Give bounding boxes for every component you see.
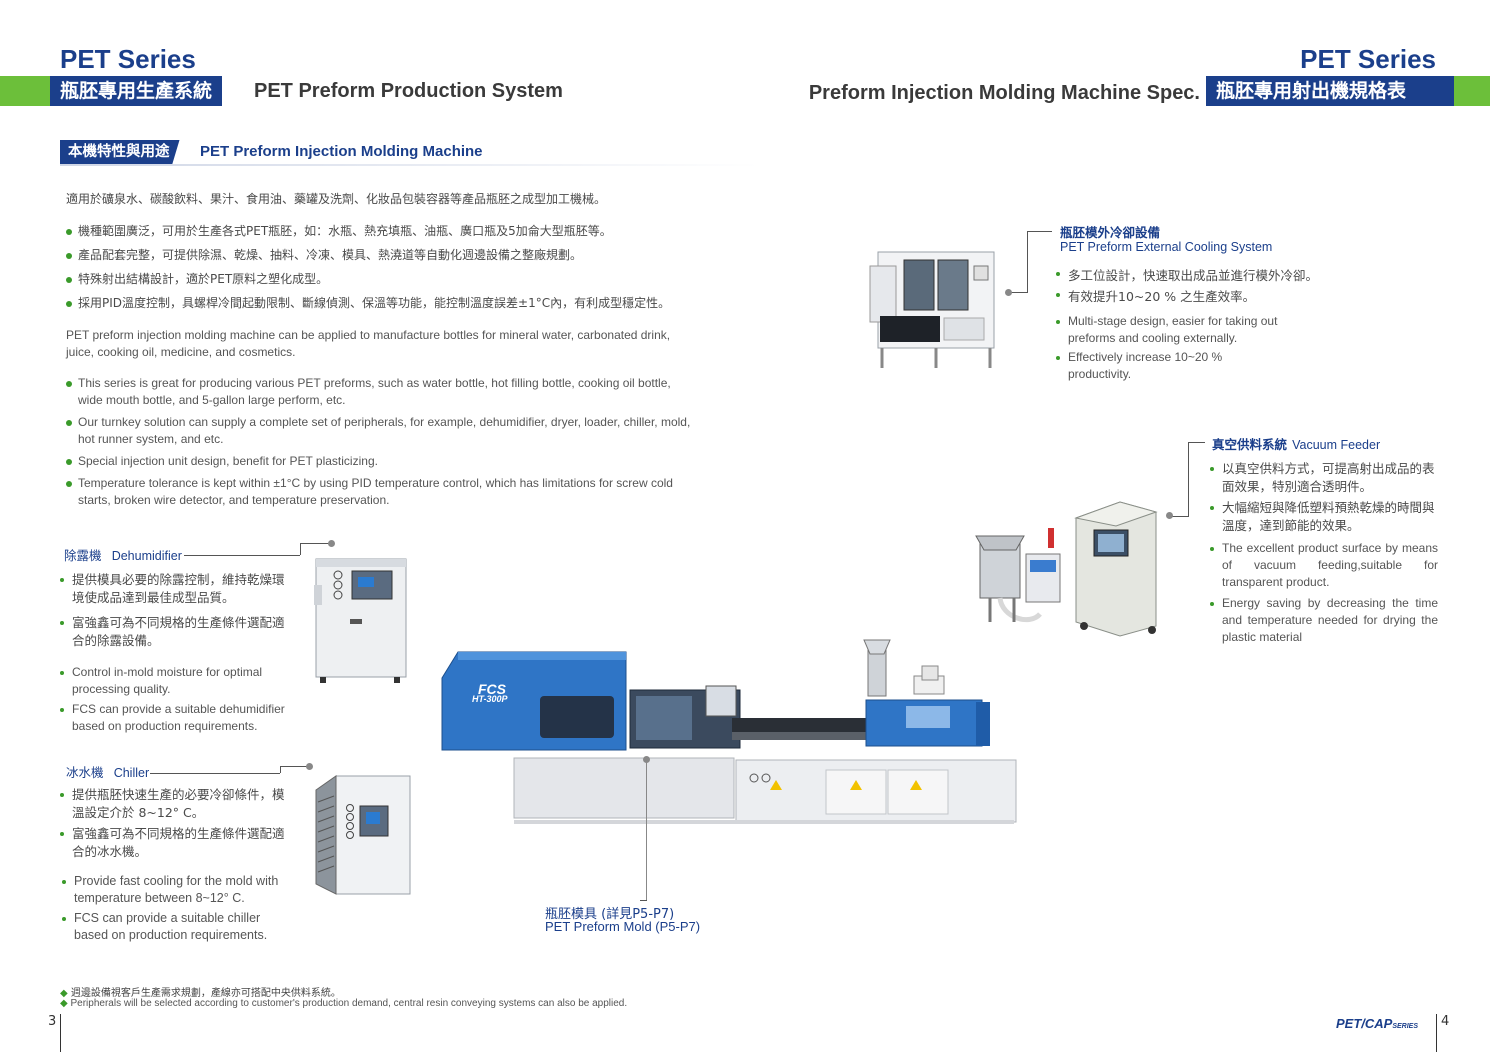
list-item: 機種範圍廣泛，可用於生產各式PET瓶胚，如：水瓶、熱充填瓶、油瓶、廣口瓶及5加侖… bbox=[66, 223, 706, 240]
list-item: 採用PID溫度控制，具螺桿冷間起動限制、斷線偵測、保溫等功能，能控制溫度誤差±1… bbox=[66, 295, 706, 312]
leader-dot bbox=[643, 756, 650, 763]
section-underline bbox=[60, 164, 760, 166]
dehumidifier-cn-list: 提供模具必要的除露控制，維持乾燥環境使成品達到最佳成型品質。 富強鑫可為不同規格… bbox=[60, 571, 292, 650]
list-item: 有效提升10~20 % 之生產效率。 bbox=[1056, 286, 1326, 307]
leader-line bbox=[184, 555, 300, 556]
intro-cn: 適用於礦泉水、碳酸飲料、果汁、食用油、藥罐及洗劑、化妝品包裝容器等產品瓶胚之成型… bbox=[66, 192, 607, 206]
diamond-icon: ◆ bbox=[60, 998, 68, 1009]
list-item: This series is great for producing vario… bbox=[66, 375, 691, 409]
list-item: Our turnkey solution can supply a comple… bbox=[66, 414, 691, 448]
list-item: 產品配套完整，可提供除濕、乾燥、抽料、冷凍、模具、熱澆道等自動化週邊設備之整廠規… bbox=[66, 247, 706, 264]
list-item: 富強鑫可為不同規格的生產條件選配適合的冰水機。 bbox=[60, 825, 292, 861]
cooling-label-en: PET Preform External Cooling System bbox=[1060, 240, 1273, 254]
list-item: Temperature tolerance is kept within ±1°… bbox=[66, 475, 691, 509]
right-banner-cn: 瓶胚專用射出機規格表 bbox=[1206, 76, 1460, 106]
list-item: FCS can provide a suitable dehumidifier … bbox=[60, 701, 292, 735]
pet-cap-logo: PET/CAPSERIES bbox=[1336, 1016, 1419, 1031]
list-item: Provide fast cooling for the mold with t… bbox=[62, 873, 292, 907]
vacuum-cn-list: 以真空供料方式，可提高射出成品的表面效果，特別適合透明件。 大幅縮短與降低塑料預… bbox=[1210, 460, 1440, 535]
right-green-bar bbox=[1454, 76, 1490, 106]
page-divider-right bbox=[1436, 1014, 1437, 1052]
page-number-left: 3 bbox=[48, 1014, 57, 1029]
left-green-bar bbox=[0, 76, 56, 106]
leader-line bbox=[1027, 231, 1052, 232]
leader-line bbox=[640, 900, 647, 901]
chiller-image bbox=[315, 775, 411, 895]
vacuum-label: 真空供料系統 Vacuum Feeder bbox=[1212, 437, 1381, 452]
leader-line bbox=[1027, 231, 1028, 293]
left-series-title: PET Series bbox=[60, 44, 196, 74]
footer-note-cn-row: ◆ 週邊設備視客戶生產需求規劃，產線亦可搭配中央供料系統。 bbox=[60, 988, 341, 999]
list-item: The excellent product surface by means o… bbox=[1210, 540, 1438, 591]
cooling-en-list: Multi-stage design, easier for taking ou… bbox=[1056, 313, 1286, 383]
vacuum-feeder-image bbox=[975, 501, 1158, 637]
mold-label-en: PET Preform Mold (P5-P7) bbox=[545, 919, 701, 934]
chiller-label: 冰水機 Chiller bbox=[66, 765, 150, 780]
list-item: Effectively increase 10~20 % productivit… bbox=[1056, 349, 1286, 383]
leader-dot bbox=[1005, 289, 1012, 296]
section-title: PET Preform Injection Molding Machine bbox=[200, 143, 483, 160]
injection-machine-image: FCS HT-300P bbox=[441, 639, 1017, 824]
cooling-cn-list: 多工位設計，快速取出成品並進行模外冷卻。 有效提升10~20 % 之生產效率。 bbox=[1056, 265, 1326, 307]
dehumidifier-en-list: Control in-mold moisture for optimal pro… bbox=[60, 664, 292, 735]
leader-dot bbox=[328, 540, 335, 547]
page-number-right: 4 bbox=[1441, 1014, 1450, 1029]
leader-line bbox=[280, 766, 308, 767]
list-item: FCS can provide a suitable chiller based… bbox=[62, 910, 292, 944]
list-item: Multi-stage design, easier for taking ou… bbox=[1056, 313, 1286, 347]
footer-note-en-row: ◆ Peripherals will be selected according… bbox=[60, 998, 628, 1009]
section-tag: 本機特性與用途 bbox=[60, 140, 180, 164]
features-cn-list: 機種範圍廣泛，可用於生產各式PET瓶胚，如：水瓶、熱充填瓶、油瓶、廣口瓶及5加侖… bbox=[66, 223, 706, 312]
right-series-title: PET Series bbox=[1300, 44, 1436, 74]
dehumidifier-image bbox=[314, 558, 407, 683]
list-item: Energy saving by decreasing the time and… bbox=[1210, 595, 1438, 646]
cooling-system-image bbox=[869, 251, 995, 368]
leader-line bbox=[300, 543, 330, 544]
list-item: 大幅縮短與降低塑料預熱乾燥的時間與溫度，達到節能的效果。 bbox=[1210, 499, 1440, 535]
leader-line bbox=[1172, 516, 1189, 517]
list-item: 富強鑫可為不同規格的生產條件選配適合的除露設備。 bbox=[60, 614, 292, 650]
cooling-label-cn: 瓶胚模外冷卻設備 bbox=[1060, 225, 1161, 240]
page-divider-left bbox=[60, 1014, 61, 1052]
vacuum-en-list: The excellent product surface by means o… bbox=[1210, 540, 1438, 646]
chiller-en-list: Provide fast cooling for the mold with t… bbox=[62, 873, 292, 944]
list-item: 以真空供料方式，可提高射出成品的表面效果，特別適合透明件。 bbox=[1210, 460, 1440, 496]
intro-en: PET preform injection molding machine ca… bbox=[66, 328, 671, 359]
chiller-cn-list: 提供瓶胚快速生產的必要冷卻條件，模溫設定介於 8~12° C。 富強鑫可為不同規… bbox=[60, 786, 292, 861]
leader-line bbox=[280, 766, 281, 773]
leader-line bbox=[300, 543, 301, 555]
list-item: 提供模具必要的除露控制，維持乾燥環境使成品達到最佳成型品質。 bbox=[60, 571, 292, 607]
leader-line bbox=[150, 773, 280, 774]
features-en-list: This series is great for producing vario… bbox=[66, 375, 691, 509]
left-banner-en: PET Preform Production System bbox=[254, 80, 563, 102]
list-item: 多工位設計，快速取出成品並進行模外冷卻。 bbox=[1056, 265, 1326, 286]
machine-brand: FCS bbox=[478, 681, 507, 697]
leader-line bbox=[1010, 292, 1027, 293]
mold-label-cn: 瓶胚模具 (詳見P5-P7) bbox=[545, 907, 675, 922]
right-banner-en: Preform Injection Molding Machine Spec. bbox=[808, 82, 1200, 104]
list-item: Special injection unit design, benefit f… bbox=[66, 453, 691, 470]
dehumidifier-label: 除露機 Dehumidifier bbox=[64, 548, 182, 563]
left-banner-cn: 瓶胚專用生產系統 bbox=[50, 76, 223, 106]
leader-line bbox=[1188, 442, 1205, 443]
list-item: Control in-mold moisture for optimal pro… bbox=[60, 664, 292, 698]
list-item: 特殊射出結構設計，適於PET原料之塑化成型。 bbox=[66, 271, 706, 288]
leader-dot bbox=[1166, 512, 1173, 519]
leader-line bbox=[646, 760, 647, 900]
list-item: 提供瓶胚快速生產的必要冷卻條件，模溫設定介於 8~12° C。 bbox=[60, 786, 292, 822]
leader-line bbox=[1188, 442, 1189, 517]
machine-model: HT-300P bbox=[472, 694, 509, 704]
leader-dot bbox=[306, 763, 313, 770]
diamond-icon: ◆ bbox=[60, 988, 68, 999]
